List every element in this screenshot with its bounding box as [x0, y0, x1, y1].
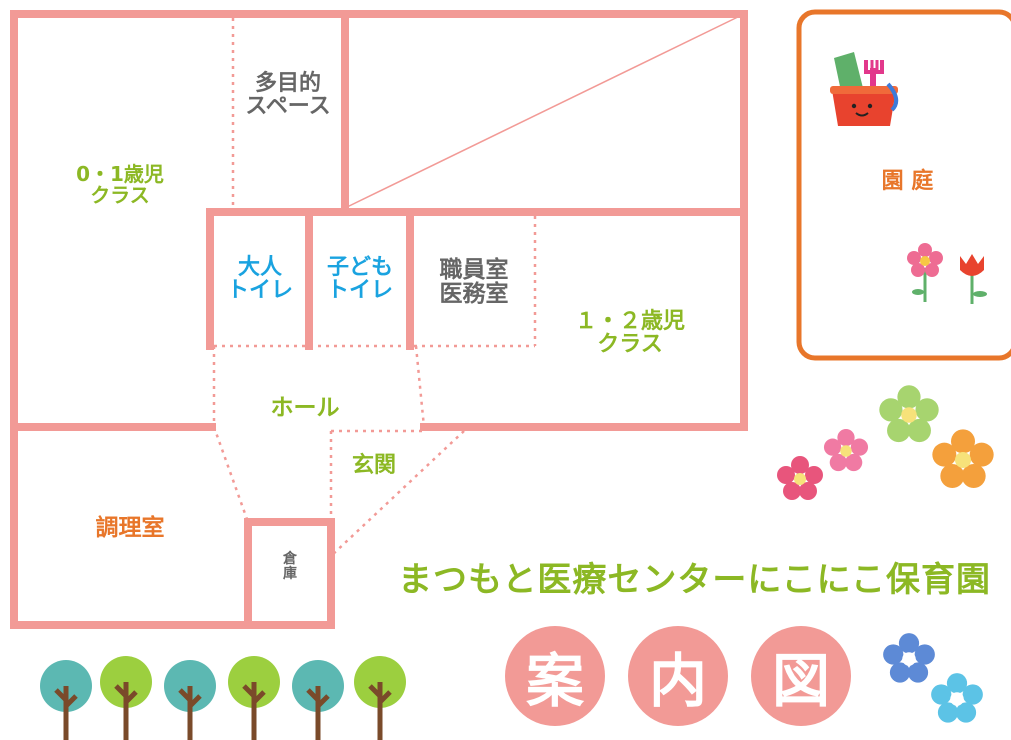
flower-icon: [931, 673, 983, 723]
nursery-title: まつもと医療センターにこにこ保育園: [398, 560, 991, 600]
flower-icon: [823, 428, 869, 472]
flower-icon: [932, 429, 994, 488]
guide-circle-1: 案: [505, 626, 605, 726]
toddler-class-label: １・２歳児 クラス: [574, 309, 685, 358]
bucket-icon: [830, 52, 899, 126]
adult-toilet-label: 大人 トイレ: [226, 255, 293, 304]
flower-icon: [879, 385, 939, 443]
hall-label: ホール: [270, 395, 340, 421]
infant-class-label: 0・1歳児 クラス: [76, 162, 164, 207]
entrance-label: 玄関: [351, 453, 396, 478]
staff-room-label: 職員室 医務室: [439, 257, 509, 308]
garden-label: 園 庭: [881, 169, 934, 194]
garden-area: [796, 9, 1011, 361]
child-toilet-label: 子ども トイレ: [326, 255, 393, 304]
flower-icon: [907, 243, 943, 302]
tulip-icon: [960, 254, 987, 304]
kitchen-label: 調理室: [95, 515, 165, 541]
flower-icon: [883, 633, 935, 683]
guide-circle-2: 内: [628, 626, 728, 726]
tree-row: [40, 656, 406, 740]
flower-icon: [777, 456, 823, 500]
multipurpose-space-label: 多目的 スペース: [245, 71, 331, 120]
guide-circle-3: 図: [751, 626, 851, 726]
storage-label: 倉 庫: [283, 551, 297, 582]
